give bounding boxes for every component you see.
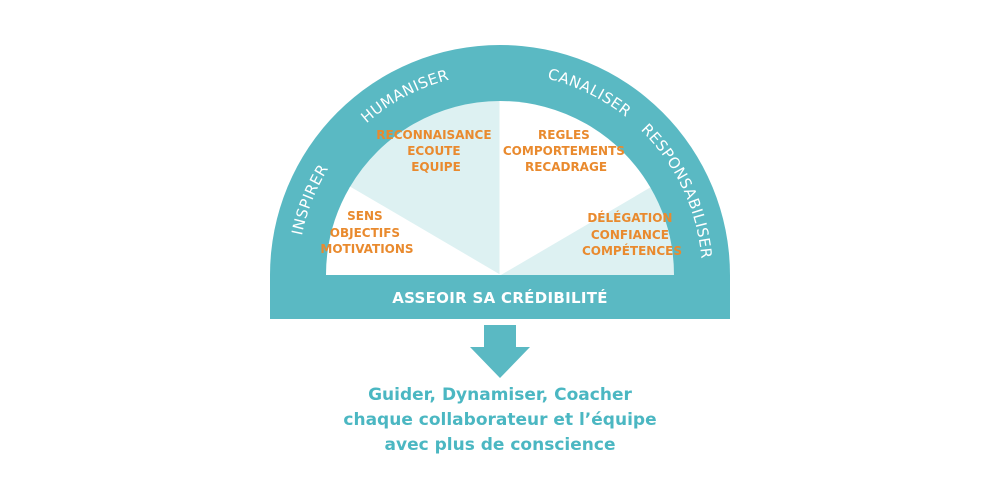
caption-line: chaque collaborateur et l’équipe bbox=[343, 410, 657, 430]
sector-line: MOTIVATIONS bbox=[320, 242, 413, 256]
sector-line: SENS bbox=[347, 209, 383, 223]
sector-responsabiliser bbox=[500, 187, 674, 275]
sector-line: DÉLÉGATION bbox=[587, 210, 672, 225]
sector-humaniser bbox=[349, 101, 500, 275]
sector-text-inspirer: SENS OBJECTIFS MOTIVATIONS bbox=[320, 209, 413, 256]
caption-line: Guider, Dynamiser, Coacher bbox=[368, 385, 632, 405]
down-arrow-icon bbox=[470, 325, 530, 378]
caption: Guider, Dynamiser, Coacher chaque collab… bbox=[0, 383, 1000, 458]
separator bbox=[499, 186, 651, 276]
sector-line: COMPÉTENCES bbox=[582, 243, 682, 258]
sector-inspirer bbox=[326, 187, 500, 275]
sector-line: EQUIPE bbox=[411, 160, 461, 174]
base-label: ASSEOIR SA CRÉDIBILITÉ bbox=[392, 288, 608, 307]
sector-line: RECONNAISANCE bbox=[376, 128, 491, 142]
sector-text-humaniser: RECONNAISANCE ECOUTE EQUIPE bbox=[376, 128, 495, 174]
sector-canaliser bbox=[500, 101, 651, 275]
sector-line: RECADRAGE bbox=[525, 160, 607, 174]
separator bbox=[349, 186, 501, 276]
sector-text-canaliser: REGLES COMPORTEMENTS RECADRAGE bbox=[503, 128, 629, 174]
sector-line: CONFIANCE bbox=[591, 228, 669, 242]
sector-text-responsabiliser: DÉLÉGATION CONFIANCE COMPÉTENCES bbox=[582, 210, 682, 258]
sector-line: REGLES bbox=[538, 128, 590, 142]
caption-line: avec plus de conscience bbox=[384, 435, 616, 455]
sector-line: OBJECTIFS bbox=[330, 226, 400, 240]
base-bar bbox=[270, 275, 730, 319]
sector-line: COMPORTEMENTS bbox=[503, 144, 625, 158]
sector-line: ECOUTE bbox=[407, 144, 460, 158]
